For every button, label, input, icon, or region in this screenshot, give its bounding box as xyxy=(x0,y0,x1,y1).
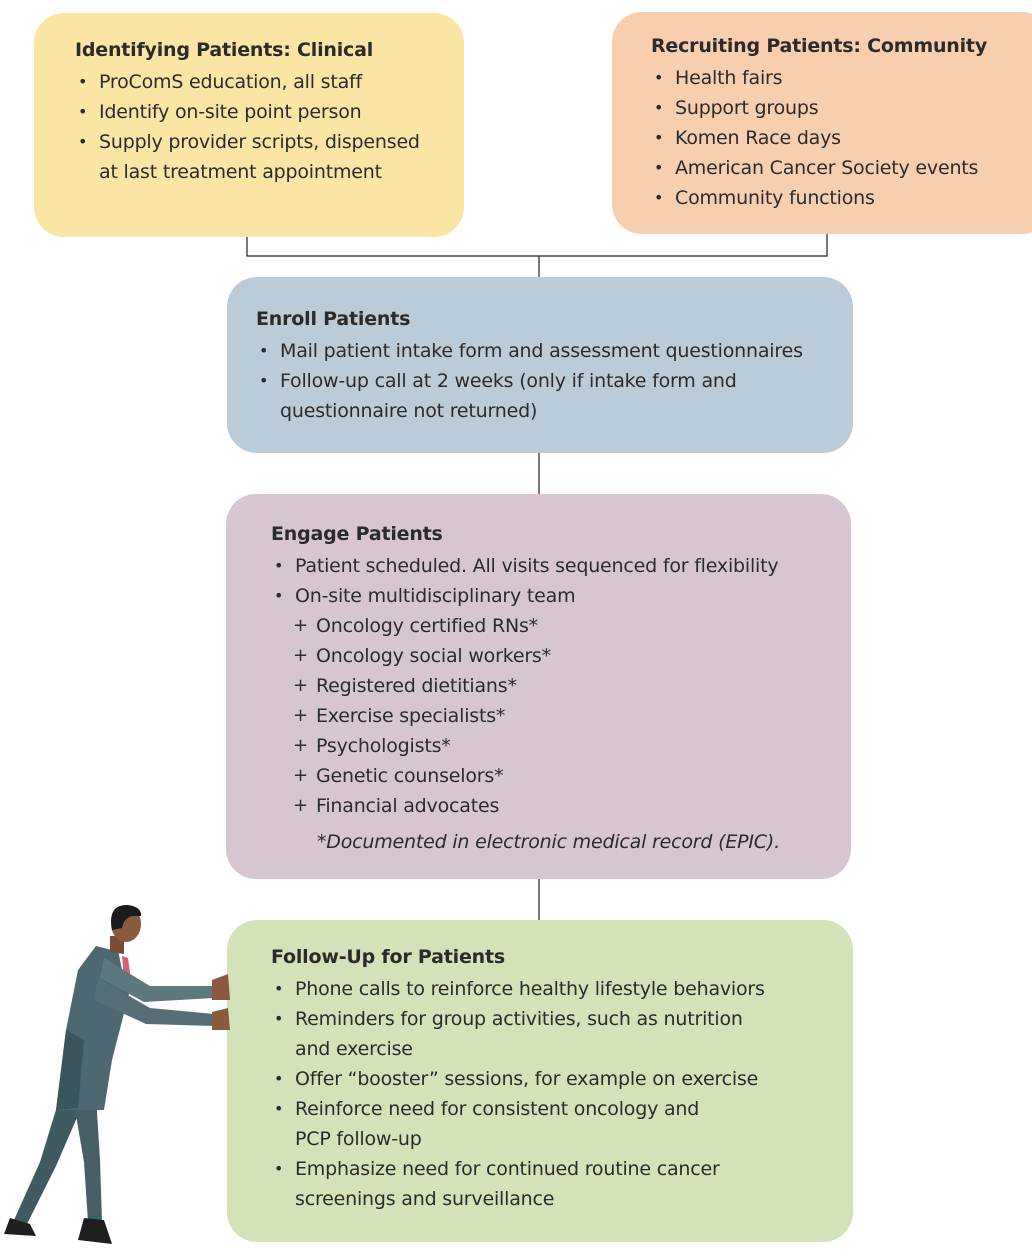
list-item: Health fairs xyxy=(651,63,1032,93)
team-member-item: Registered dietitians* xyxy=(271,671,831,701)
footnote: *Documented in electronic medical record… xyxy=(317,831,780,853)
list-item: On-site multidisciplinary team xyxy=(271,581,831,611)
team-member-item: Psychologists* xyxy=(271,731,831,761)
clinical-title: Identifying Patients: Clinical xyxy=(75,39,374,61)
followup-list: Phone calls to reinforce healthy lifesty… xyxy=(271,974,833,1214)
list-item: ProComS education, all staff xyxy=(75,67,444,97)
enroll-title: Enroll Patients xyxy=(256,308,411,330)
list-item: Identify on-site point person xyxy=(75,97,444,127)
list-item: Patient scheduled. All visits sequenced … xyxy=(271,551,831,581)
team-member-item: Financial advocates xyxy=(271,791,831,821)
community-list: Health fairs Support groups Komen Race d… xyxy=(651,63,1032,213)
followup-title: Follow-Up for Patients xyxy=(271,946,505,968)
community-title: Recruiting Patients: Community xyxy=(651,35,988,57)
engage-title: Engage Patients xyxy=(271,523,443,545)
list-item: Phone calls to reinforce healthy lifesty… xyxy=(271,974,833,1004)
followup-box: Follow-Up for Patients Phone calls to re… xyxy=(227,920,853,1242)
list-item: Support groups xyxy=(651,93,1032,123)
merge-connector xyxy=(246,234,828,257)
enroll-list: Mail patient intake form and assessment … xyxy=(256,336,833,426)
enroll-box: Enroll Patients Mail patient intake form… xyxy=(227,277,853,453)
engage-box: Engage Patients Patient scheduled. All v… xyxy=(226,494,851,879)
list-item: American Cancer Society events xyxy=(651,153,1032,183)
list-item: Community functions xyxy=(651,183,1032,213)
team-member-item: Oncology certified RNs* xyxy=(271,611,831,641)
list-item: Supply provider scripts, dispensed at la… xyxy=(75,127,429,187)
list-item: Komen Race days xyxy=(651,123,1032,153)
list-item: Emphasize need for continued routine can… xyxy=(271,1154,735,1214)
list-item: Mail patient intake form and assessment … xyxy=(256,336,833,366)
team-member-item: Exercise specialists* xyxy=(271,701,831,731)
team-member-item: Genetic counselors* xyxy=(271,761,831,791)
community-box: Recruiting Patients: Community Health fa… xyxy=(612,12,1032,234)
team-member-item: Oncology social workers* xyxy=(271,641,831,671)
clinical-list: ProComS education, all staff Identify on… xyxy=(75,67,444,187)
clinical-box: Identifying Patients: Clinical ProComS e… xyxy=(34,13,464,237)
man-pushing-illustration xyxy=(4,904,230,1244)
list-item: Offer “booster” sessions, for example on… xyxy=(271,1064,833,1094)
list-item: Reminders for group activities, such as … xyxy=(271,1004,775,1064)
list-item: Reinforce need for consistent oncology a… xyxy=(271,1094,735,1154)
engage-list: Patient scheduled. All visits sequenced … xyxy=(271,551,831,857)
list-item: Follow-up call at 2 weeks (only if intak… xyxy=(256,366,750,426)
